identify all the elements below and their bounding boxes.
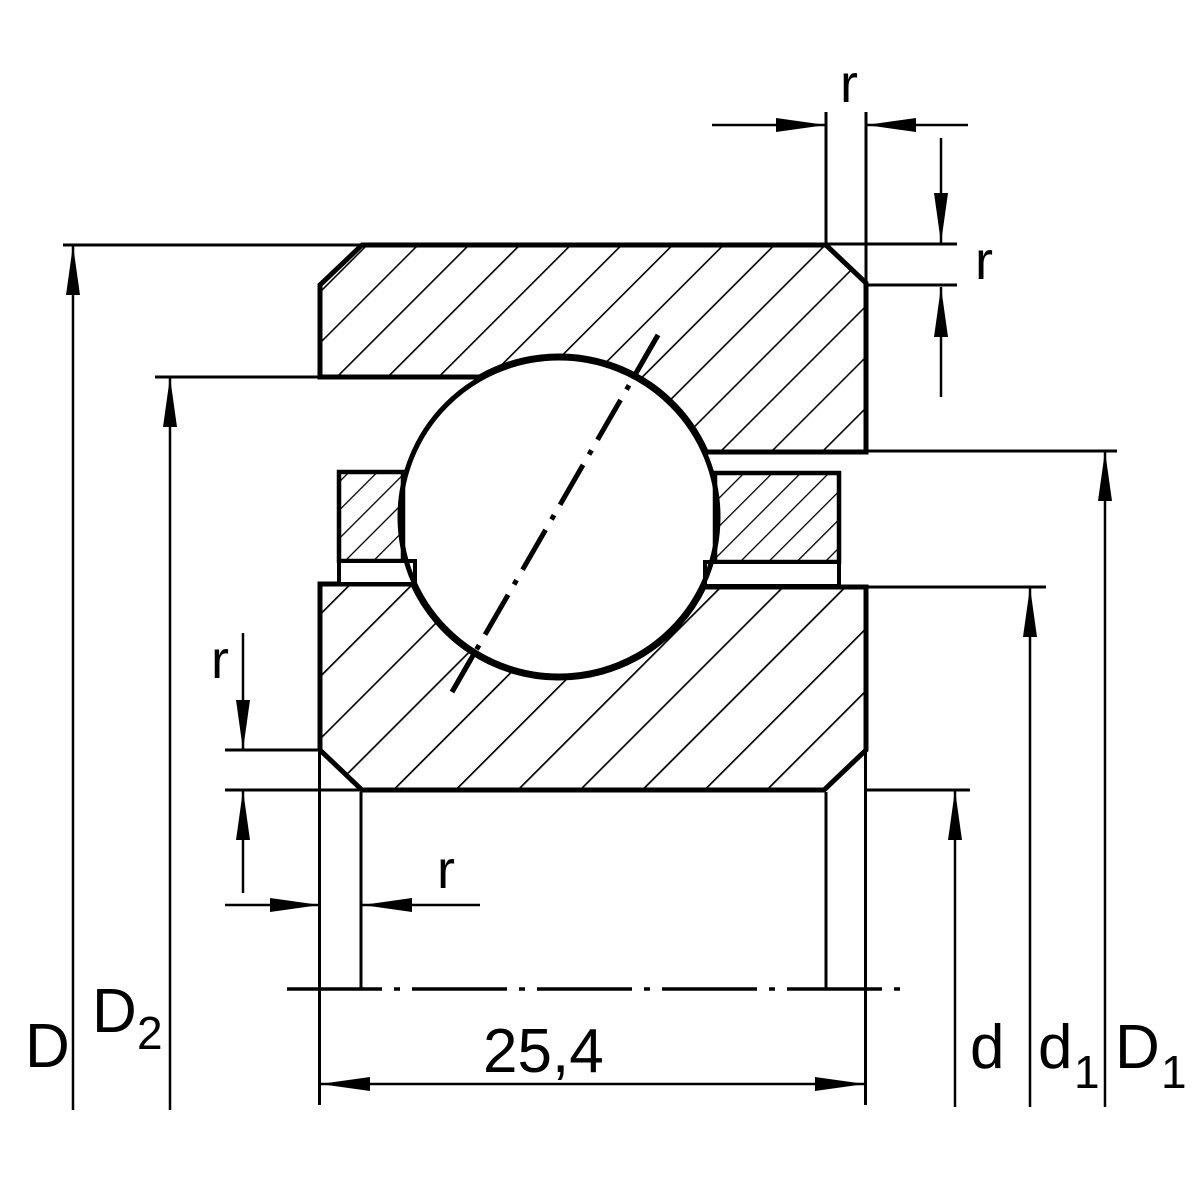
cage-right-section <box>703 470 842 588</box>
cage-right-body <box>712 470 842 565</box>
dim-D2: D 2 <box>92 375 320 1110</box>
dim-r-top-arrow-left <box>776 118 826 132</box>
contact-angle-dashdot <box>449 333 661 694</box>
dim-r-top: r <box>712 54 968 281</box>
dim-d1-label: d <box>1038 1013 1072 1082</box>
dim-d-label: d <box>970 1013 1004 1082</box>
ball-outline <box>397 355 721 679</box>
dim-d-arrow <box>948 790 962 840</box>
cage-left-section <box>336 469 417 586</box>
dim-r-right-arrow-down <box>934 193 948 243</box>
dim-r-right-arrow-up <box>934 287 948 337</box>
dim-D2-label-sub: 2 <box>137 1007 163 1059</box>
dim-r-bl-arrow-up <box>236 790 250 840</box>
dim-r-bottom-horizontal: r <box>225 840 480 912</box>
cage-right-lip <box>703 560 841 588</box>
dim-width-arrow-right <box>815 1077 865 1091</box>
dim-D: D <box>25 243 362 1110</box>
dim-d1-arrow <box>1023 587 1037 637</box>
dim-r-right-label: r <box>975 231 993 291</box>
cage-left-body <box>336 469 406 564</box>
dim-r-bh-arrow-right <box>270 898 320 912</box>
dim-r-bh-arrow-left <box>362 898 412 912</box>
dim-D1-label: D <box>1115 1013 1160 1082</box>
dim-D1-label-sub: 1 <box>1161 1046 1187 1098</box>
dim-D2-arrow <box>163 377 177 427</box>
cage-left-lip <box>337 559 417 586</box>
dim-d1: d 1 <box>866 585 1100 1107</box>
dim-r-right: r <box>826 138 993 397</box>
dim-r-bh-label: r <box>437 840 455 900</box>
dim-width-label: 25,4 <box>483 1017 604 1086</box>
dim-r-bl-vertical-label: r <box>211 630 229 690</box>
dim-width: 25,4 <box>318 752 867 1105</box>
dim-d: d <box>866 788 1004 1107</box>
dim-D2-label: D <box>92 977 137 1046</box>
dim-d1-label-sub: 1 <box>1074 1046 1100 1098</box>
dim-r-top-label: r <box>840 54 858 114</box>
dim-D-label: D <box>25 1012 70 1081</box>
dim-r-bl-arrow-down <box>236 700 250 750</box>
dim-D1: D 1 <box>866 449 1187 1107</box>
contact-angle-cap-bottom <box>449 650 478 694</box>
contact-angle-line <box>449 333 661 694</box>
dim-r-top-arrow-right <box>866 118 916 132</box>
dim-r-bottom-vertical: r <box>211 630 362 893</box>
dim-D-arrow <box>66 245 80 295</box>
contact-angle-cap-top <box>633 333 661 375</box>
ball-fill <box>398 356 720 678</box>
dim-width-arrow-left <box>320 1077 370 1091</box>
dim-D1-arrow <box>1098 451 1112 501</box>
